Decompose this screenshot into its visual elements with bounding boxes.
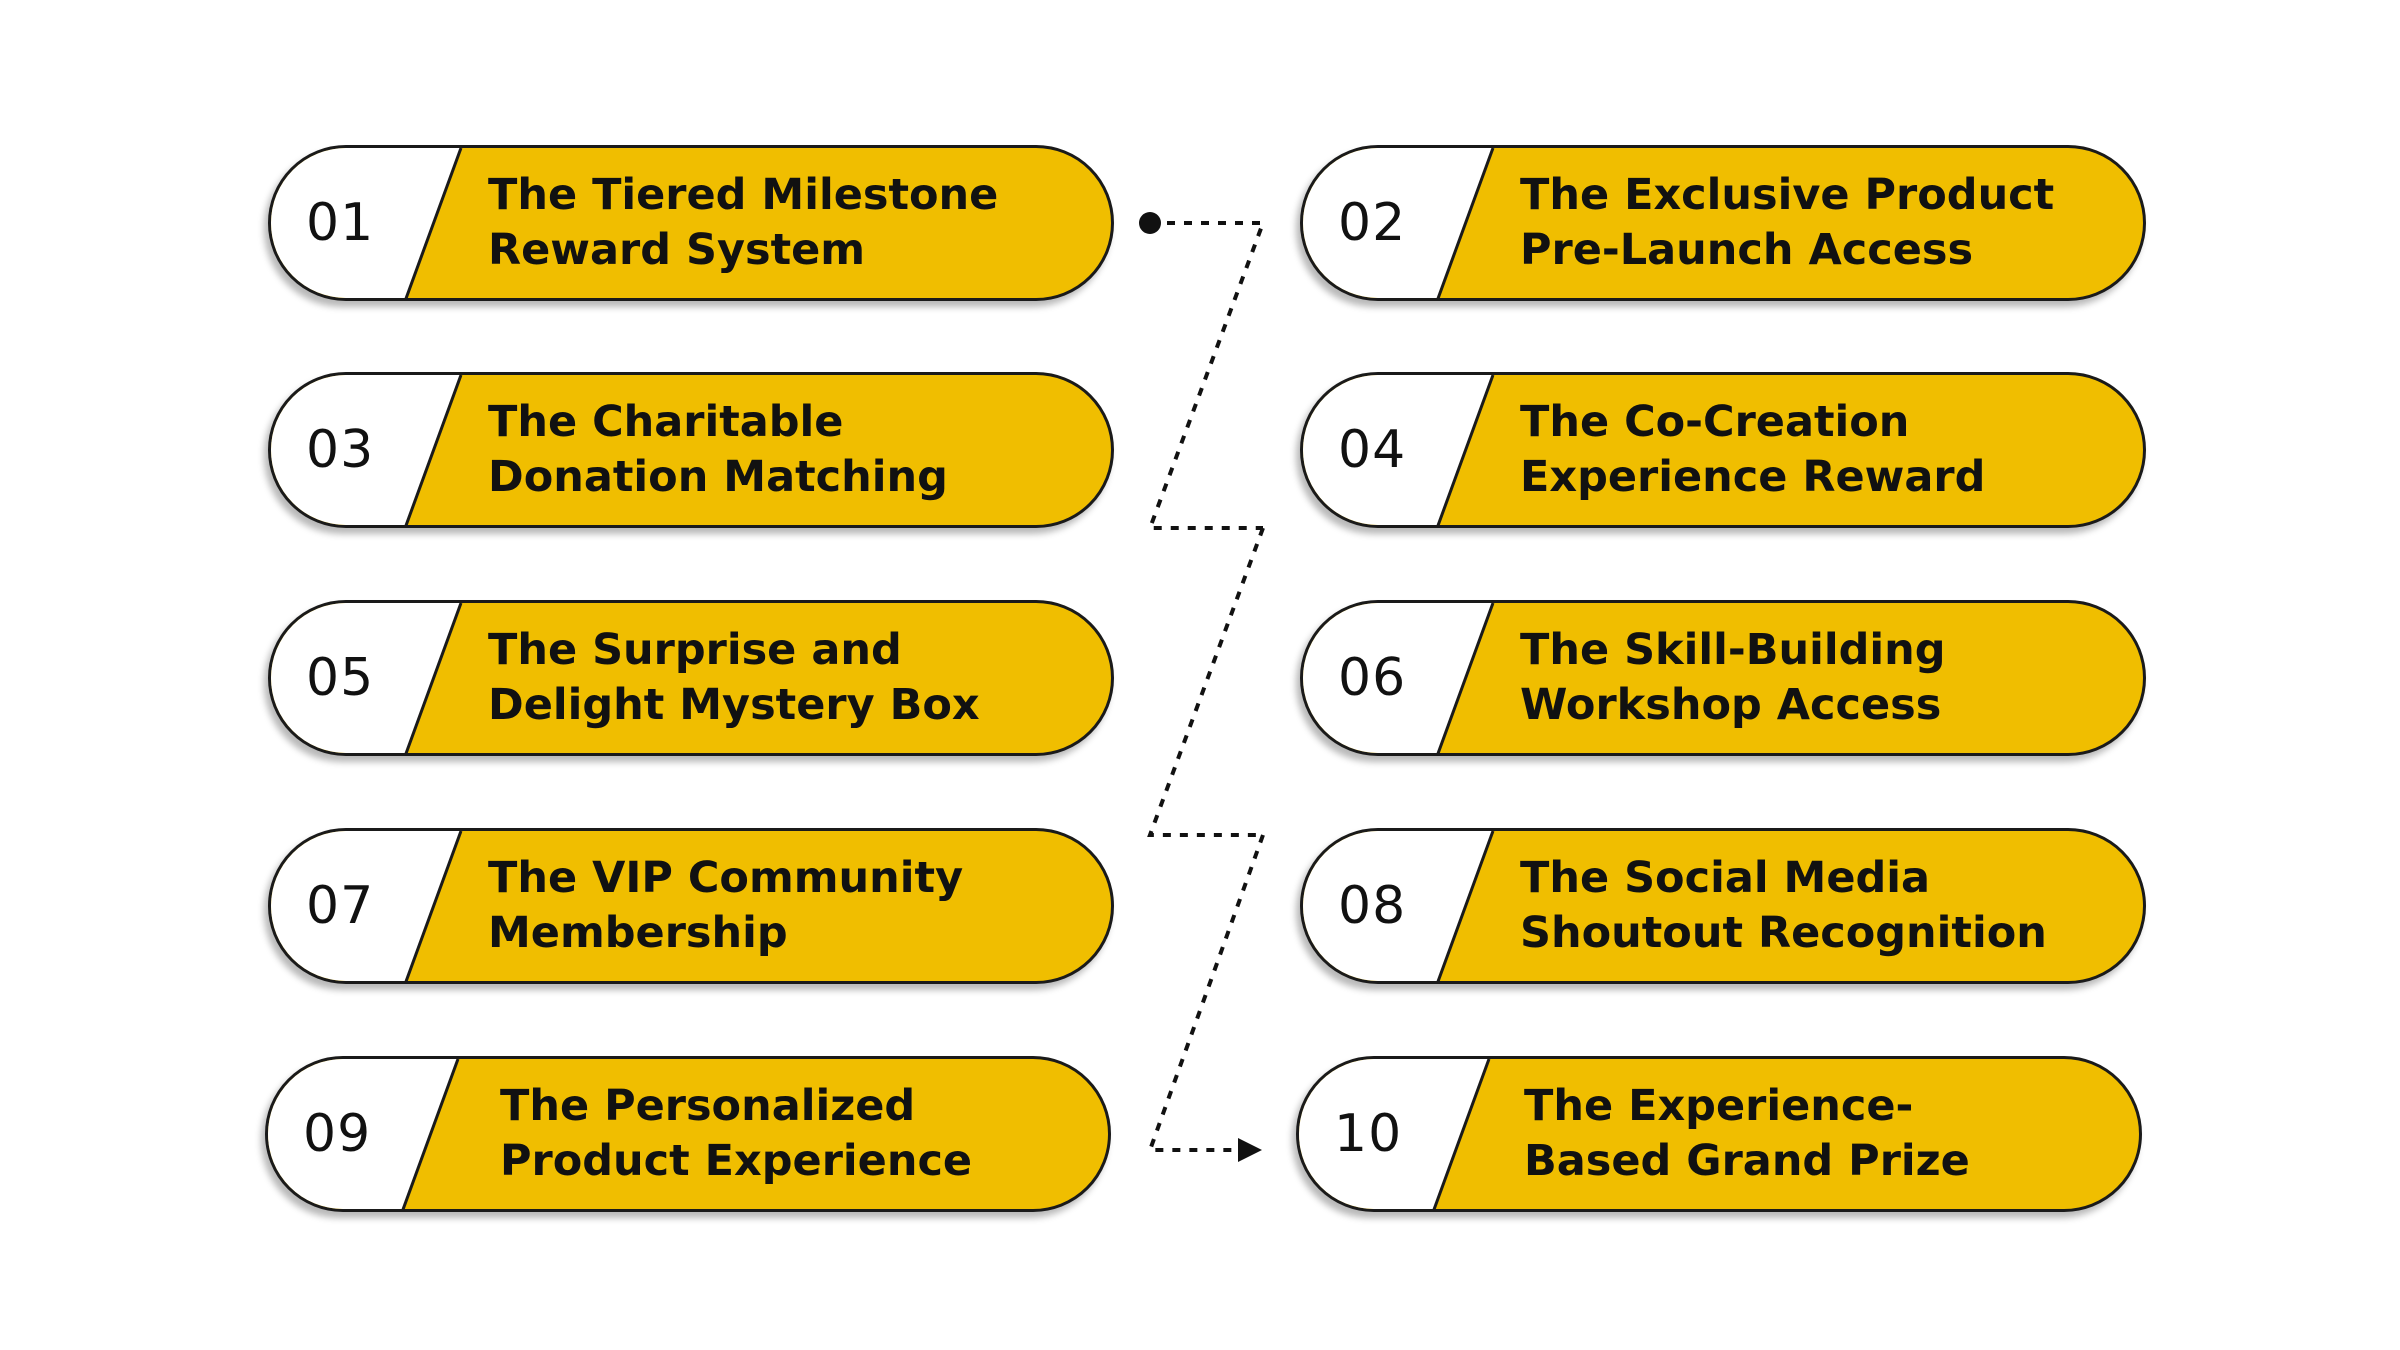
connector-segment-2 (1147, 527, 1265, 837)
reward-title: The VIP Community Membership (488, 853, 964, 958)
divider-slash (404, 375, 463, 525)
reward-number: 06 (1338, 648, 1407, 708)
reward-card-10: 10 The Experience- Based Grand Prize (1296, 1056, 2142, 1212)
reward-number: 01 (306, 193, 375, 253)
reward-number: 08 (1338, 876, 1407, 936)
divider-slash (404, 831, 463, 981)
reward-card-body (268, 828, 1114, 984)
reward-number: 02 (1338, 193, 1407, 253)
reward-card-body (268, 600, 1114, 756)
reward-card-body (268, 145, 1114, 301)
reward-title: The Skill-Building Workshop Access (1520, 625, 1946, 730)
connector-start-dot (1139, 212, 1161, 234)
reward-number: 04 (1338, 420, 1407, 480)
reward-card-body (265, 1056, 1111, 1212)
reward-title: The Charitable Donation Matching (488, 397, 948, 502)
reward-card-02: 02 The Exclusive Product Pre-Launch Acce… (1300, 145, 2146, 301)
reward-number: 07 (306, 876, 375, 936)
reward-card-01: 01 The Tiered Milestone Reward System (268, 145, 1114, 301)
reward-title: The Exclusive Product Pre-Launch Access (1520, 170, 2055, 275)
reward-title: The Experience- Based Grand Prize (1524, 1081, 1970, 1186)
reward-card-body (268, 372, 1114, 528)
connector-segment-3 (1147, 834, 1265, 1152)
reward-card-body (1300, 600, 2146, 756)
reward-title: The Personalized Product Experience (500, 1081, 973, 1186)
reward-card-07: 07 The VIP Community Membership (268, 828, 1114, 984)
reward-card-06: 06 The Skill-Building Workshop Access (1300, 600, 2146, 756)
reward-card-09: 09 The Personalized Product Experience (265, 1056, 1111, 1212)
divider-slash (1436, 603, 1495, 753)
divider-slash (1436, 831, 1495, 981)
reward-number: 10 (1334, 1104, 1403, 1164)
reward-card-05: 05 The Surprise and Delight Mystery Box (268, 600, 1114, 756)
reward-card-03: 03 The Charitable Donation Matching (268, 372, 1114, 528)
reward-card-08: 08 The Social Media Shoutout Recognition (1300, 828, 2146, 984)
divider-slash (1436, 148, 1495, 298)
reward-number: 03 (306, 420, 375, 480)
reward-card-body (1300, 145, 2146, 301)
reward-title: The Surprise and Delight Mystery Box (488, 625, 980, 730)
reward-title: The Social Media Shoutout Recognition (1520, 853, 2047, 958)
divider-slash (404, 603, 463, 753)
reward-card-body (1300, 372, 2146, 528)
reward-card-body (1300, 828, 2146, 984)
reward-card-04: 04 The Co-Creation Experience Reward (1300, 372, 2146, 528)
reward-title: The Tiered Milestone Reward System (488, 170, 999, 275)
divider-slash (401, 1059, 460, 1209)
reward-number: 09 (303, 1104, 372, 1164)
divider-slash (1432, 1059, 1491, 1209)
reward-title: The Co-Creation Experience Reward (1520, 397, 1986, 502)
divider-slash (404, 148, 463, 298)
connector-segment-1 (1147, 221, 1266, 530)
reward-card-body (1296, 1056, 2142, 1212)
connector-arrowhead (1238, 1138, 1262, 1162)
divider-slash (1436, 375, 1495, 525)
reward-number: 05 (306, 648, 375, 708)
